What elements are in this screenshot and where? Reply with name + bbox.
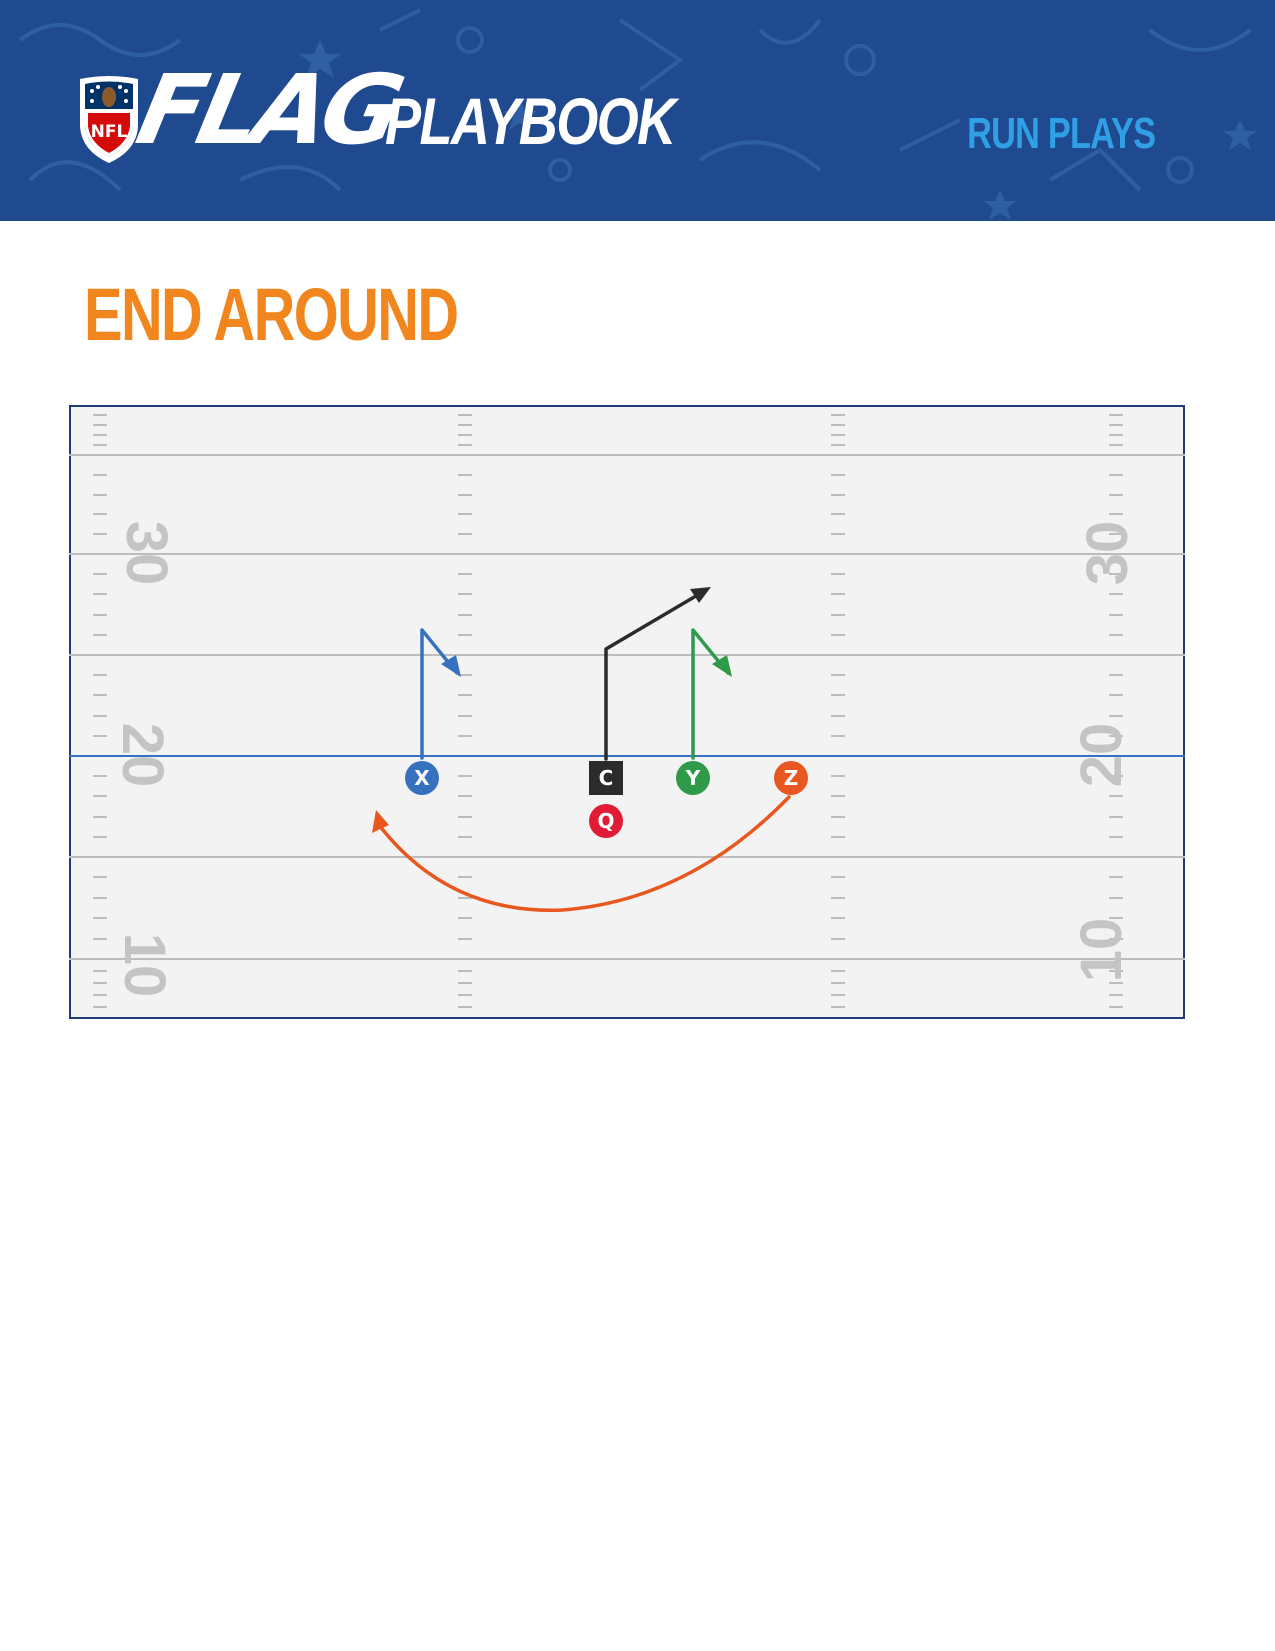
yard-number-20-left: 20 bbox=[110, 723, 175, 788]
player-q: Q bbox=[589, 804, 623, 838]
yard-numbers: 30 20 10 30 20 10 bbox=[110, 521, 1140, 998]
playbook-title: PLAYBOOK bbox=[385, 84, 676, 158]
yard-number-10-left: 10 bbox=[112, 933, 177, 998]
route-y-arrowhead bbox=[712, 655, 732, 677]
flag-wordmark: FLAG bbox=[128, 54, 408, 166]
route-z bbox=[377, 795, 791, 912]
route-z-arrowhead bbox=[372, 810, 389, 833]
player-q-label: Q bbox=[597, 809, 614, 833]
route-c bbox=[604, 591, 703, 761]
player-z: Z bbox=[774, 761, 808, 795]
route-x-arrowhead bbox=[441, 655, 461, 677]
player-z-label: Z bbox=[784, 766, 799, 790]
play-title: END AROUND bbox=[84, 273, 459, 356]
yard-number-20-right: 20 bbox=[1069, 723, 1134, 788]
yard-lines bbox=[69, 454, 1185, 960]
football-field: 30 20 10 30 20 10 X C Y Z bbox=[69, 405, 1185, 1019]
player-c: C bbox=[589, 761, 623, 795]
player-c-label: C bbox=[599, 766, 614, 790]
yard-number-10-right: 10 bbox=[1069, 918, 1134, 983]
player-y-label: Y bbox=[685, 766, 701, 790]
nfl-logo-text: NFL bbox=[91, 122, 128, 142]
player-x: X bbox=[405, 761, 439, 795]
header-banner: NFL FLAG PLAYBOOK RUN PLAYS bbox=[0, 0, 1275, 221]
route-x bbox=[420, 628, 459, 760]
player-x-label: X bbox=[414, 766, 430, 790]
yard-number-30-left: 30 bbox=[114, 521, 179, 586]
yard-number-30-right: 30 bbox=[1075, 521, 1140, 586]
hash-marks bbox=[93, 414, 1123, 1008]
route-c-arrowhead bbox=[690, 587, 711, 603]
player-y: Y bbox=[676, 761, 710, 795]
field-border bbox=[69, 405, 1185, 1019]
route-y bbox=[691, 628, 730, 760]
section-label: RUN PLAYS bbox=[966, 109, 1156, 158]
nfl-shield-logo: NFL bbox=[80, 76, 138, 163]
header-pattern bbox=[18, 8, 1257, 220]
